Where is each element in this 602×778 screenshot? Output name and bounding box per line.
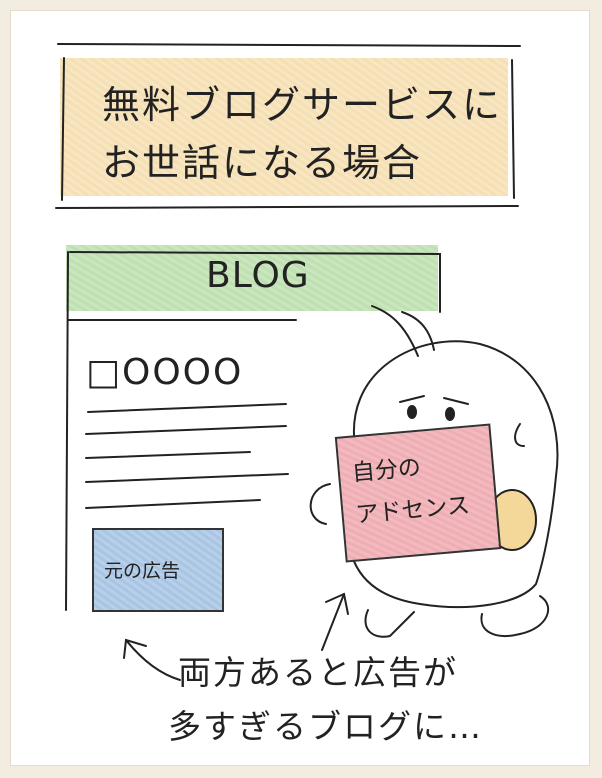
title-highlight (60, 58, 508, 196)
original-ad-label: 元の広告 (104, 560, 181, 582)
original-ad-box: 元の広告 (92, 528, 224, 612)
sign-line-1: 自分の (350, 454, 422, 487)
blog-header-label: BLOG (206, 255, 310, 296)
own-adsense-sign: 自分の アドセンス (334, 423, 502, 563)
title-line-1: 無料ブログサービスに (102, 83, 503, 127)
sign-line-2: アドセンス (354, 492, 471, 529)
caption-line-2: 多すぎるブログに… (168, 707, 483, 746)
post-title: □OOOO (86, 352, 244, 393)
caption-line-1: 両方あると広告が (178, 653, 458, 692)
title-box: 無料ブログサービスに お世話になる場合 (48, 46, 518, 206)
title-line-2: お世話になる場合 (102, 141, 423, 185)
blog-header: BLOG (66, 245, 438, 311)
